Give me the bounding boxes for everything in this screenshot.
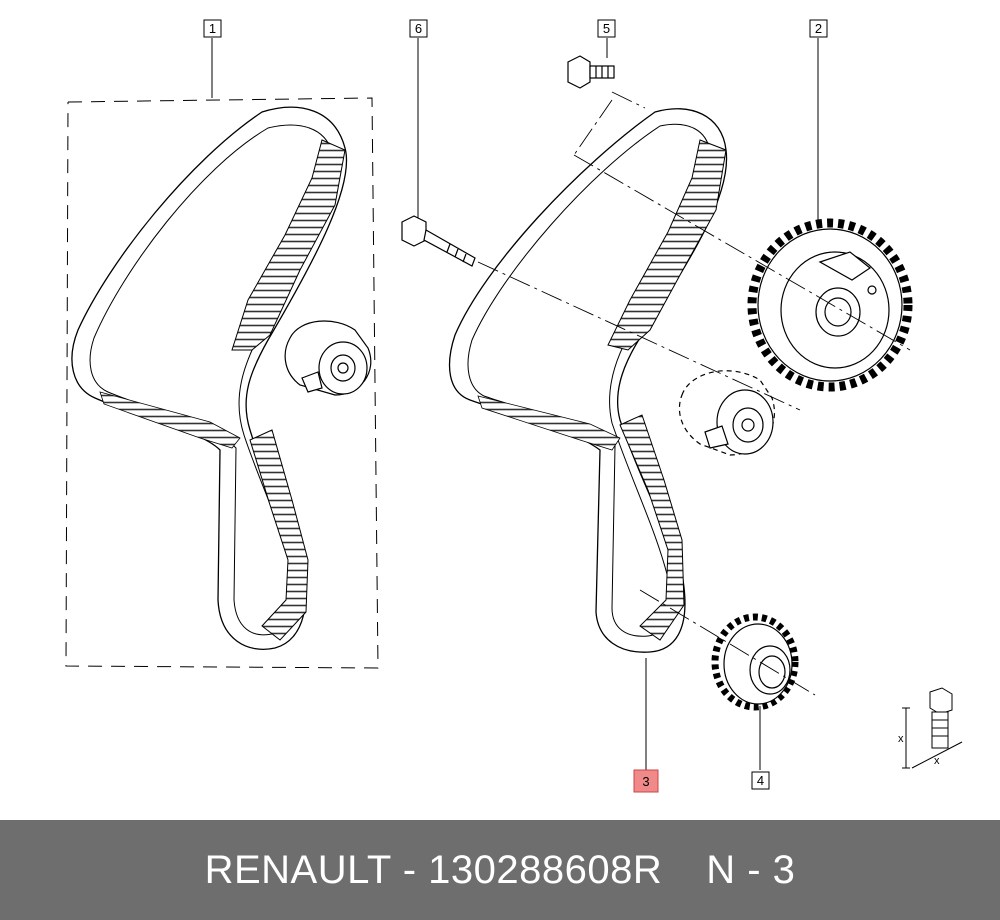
brand-part-number: RENAULT - 130288608R [204, 847, 663, 892]
dimension-label-vertical: x [898, 733, 904, 745]
callout-3[interactable]: 3 [633, 769, 659, 793]
tensioner-pulley [678, 370, 775, 456]
bolt-dimension-detail [902, 687, 963, 769]
callout-4[interactable]: 4 [751, 771, 770, 790]
camshaft-sprocket [747, 218, 913, 392]
tensioner-bolt [401, 215, 476, 267]
kit-assembly-frame [65, 97, 379, 669]
callout-label-1: 1 [209, 21, 216, 36]
kit-tensioner-pulley [284, 320, 372, 396]
sprocket-bolt [567, 55, 615, 89]
callout-1[interactable]: 1 [203, 19, 222, 38]
crankshaft-sprocket [711, 613, 799, 711]
part-number-banner: RENAULT - 130288608R N - 3 [0, 820, 1000, 920]
diagram-position: N - 3 [706, 847, 796, 892]
callout-label-3: 3 [642, 774, 649, 789]
callout-5[interactable]: 5 [597, 19, 616, 38]
callout-label-6: 6 [415, 21, 422, 36]
timing-belt [448, 108, 728, 653]
callout-2[interactable]: 2 [809, 19, 828, 38]
callout-6[interactable]: 6 [409, 19, 428, 38]
kit-belt-left [71, 106, 348, 650]
callout-label-5: 5 [603, 21, 610, 36]
dimension-label-diagonal: x [934, 755, 940, 767]
callout-label-2: 2 [815, 21, 822, 36]
parts-diagram: x x 1 2 3 4 5 6 [65, 19, 963, 793]
axis-lines [477, 91, 911, 696]
callout-label-4: 4 [757, 773, 764, 788]
timing-belt-exploded-view: x x 1 2 3 4 5 6 [65, 19, 963, 793]
